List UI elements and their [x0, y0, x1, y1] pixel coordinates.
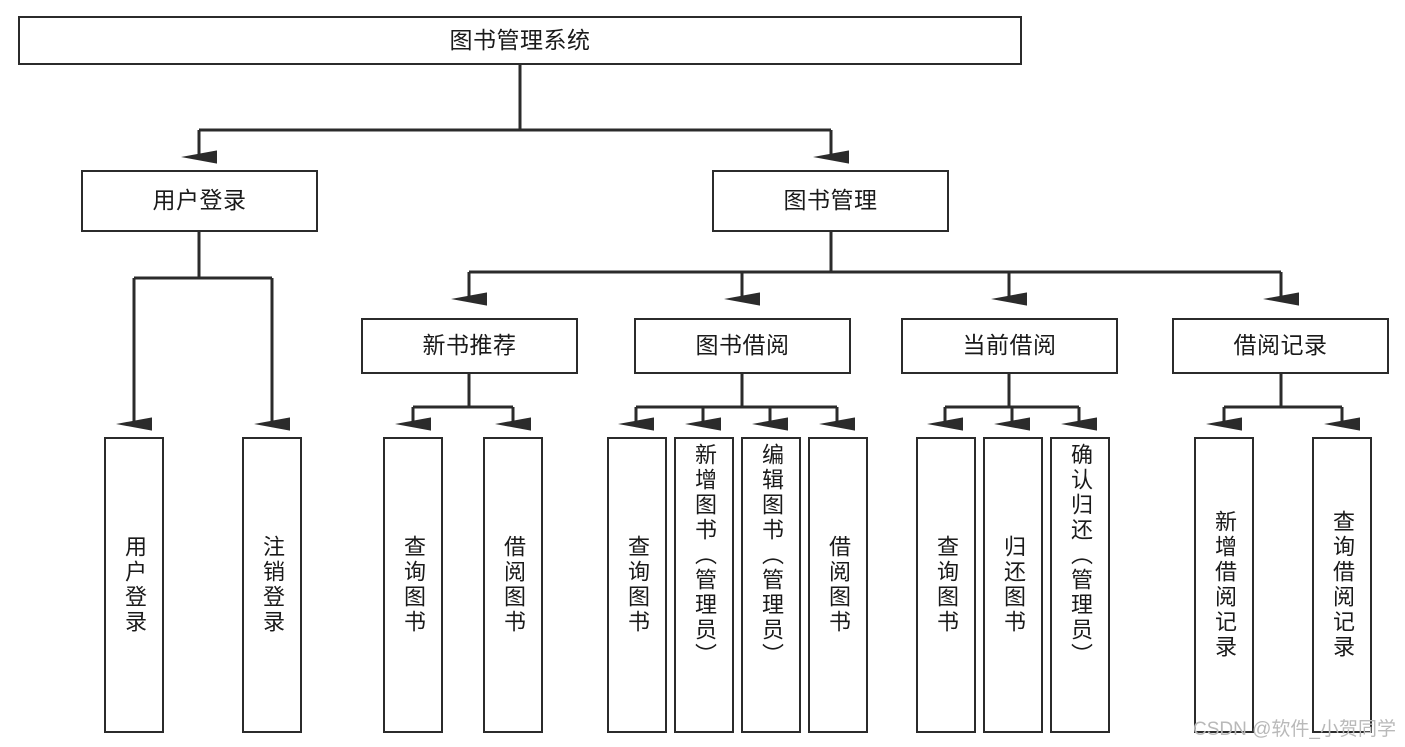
- node-leaf-add-record-label: 新增借阅记录: [1212, 510, 1237, 660]
- node-borrow-record-label: 借阅记录: [1233, 332, 1328, 359]
- node-leaf-query-book-2[interactable]: 查询图书: [607, 437, 667, 733]
- node-leaf-logout[interactable]: 注销登录: [242, 437, 302, 733]
- node-leaf-user-login[interactable]: 用户登录: [104, 437, 164, 733]
- node-leaf-add-book[interactable]: 新增图书（管理员）: [674, 437, 734, 733]
- node-leaf-user-login-label: 用户登录: [122, 535, 147, 635]
- node-leaf-query-book-1[interactable]: 查询图书: [383, 437, 443, 733]
- node-new-book-rec-label: 新书推荐: [422, 332, 517, 359]
- node-leaf-return-book[interactable]: 归还图书: [983, 437, 1043, 733]
- node-leaf-query-book-2-label: 查询图书: [625, 535, 650, 635]
- node-leaf-edit-book[interactable]: 编辑图书（管理员）: [741, 437, 801, 733]
- node-current-borrow-label: 当前借阅: [962, 332, 1057, 359]
- node-new-book-rec[interactable]: 新书推荐: [361, 318, 578, 374]
- node-leaf-logout-label: 注销登录: [260, 535, 285, 635]
- watermark: CSDN @软件_小贺同学: [1193, 719, 1396, 740]
- node-leaf-confirm-return[interactable]: 确认归还（管理员）: [1050, 437, 1110, 733]
- node-root[interactable]: 图书管理系统: [18, 16, 1022, 65]
- node-leaf-borrow-book-1[interactable]: 借阅图书: [483, 437, 543, 733]
- node-leaf-add-book-label: 新增图书（管理员）: [692, 443, 717, 668]
- node-current-borrow[interactable]: 当前借阅: [901, 318, 1118, 374]
- node-leaf-query-book-1-label: 查询图书: [401, 535, 426, 635]
- node-user-login[interactable]: 用户登录: [81, 170, 318, 232]
- node-borrow-record[interactable]: 借阅记录: [1172, 318, 1389, 374]
- node-leaf-borrow-book-2[interactable]: 借阅图书: [808, 437, 868, 733]
- node-book-borrow[interactable]: 图书借阅: [634, 318, 851, 374]
- node-leaf-query-book-3[interactable]: 查询图书: [916, 437, 976, 733]
- node-leaf-add-record[interactable]: 新增借阅记录: [1194, 437, 1254, 733]
- node-root-label: 图书管理系统: [449, 26, 591, 53]
- node-book-manage[interactable]: 图书管理: [712, 170, 949, 232]
- node-leaf-query-book-3-label: 查询图书: [934, 535, 959, 635]
- node-leaf-borrow-book-1-label: 借阅图书: [501, 535, 526, 635]
- node-leaf-confirm-return-label: 确认归还（管理员）: [1068, 443, 1093, 668]
- node-leaf-query-record-label: 查询借阅记录: [1330, 510, 1355, 660]
- node-user-login-label: 用户登录: [152, 187, 247, 214]
- node-leaf-edit-book-label: 编辑图书（管理员）: [759, 443, 784, 668]
- node-leaf-borrow-book-2-label: 借阅图书: [826, 535, 851, 635]
- node-book-borrow-label: 图书借阅: [695, 332, 790, 359]
- node-leaf-query-record[interactable]: 查询借阅记录: [1312, 437, 1372, 733]
- node-leaf-return-book-label: 归还图书: [1001, 535, 1026, 635]
- node-book-manage-label: 图书管理: [783, 187, 878, 214]
